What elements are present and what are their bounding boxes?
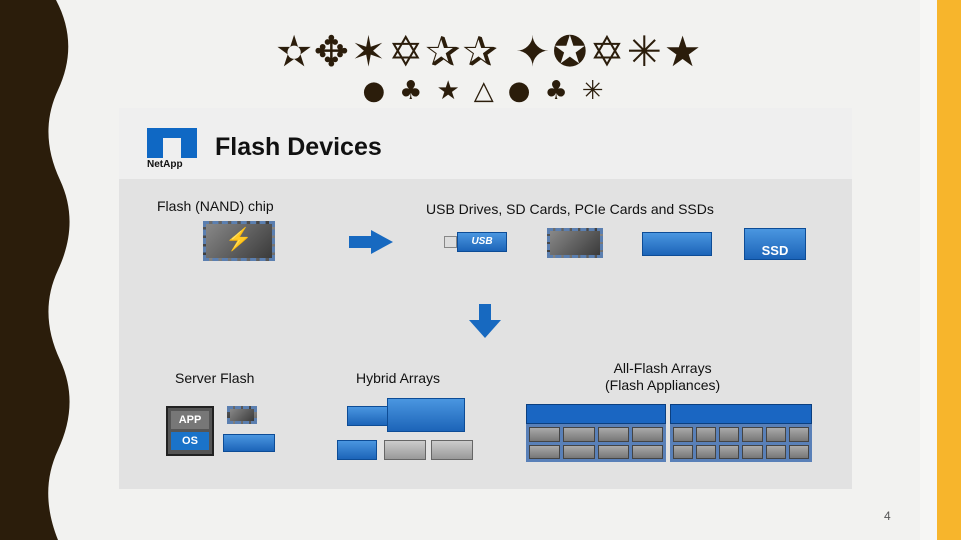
flash-module-shelf <box>670 424 812 462</box>
hybrid-label: Hybrid Arrays <box>356 370 441 386</box>
hdd-icon <box>431 440 473 460</box>
picture-title: Flash Devices <box>215 133 382 161</box>
nand-chip-icon: ⚡ <box>203 221 275 261</box>
server-pcie-icon <box>223 434 275 452</box>
pcie-card-icon <box>642 232 712 256</box>
usb-connector <box>444 236 457 248</box>
arrow-right-head <box>371 230 393 254</box>
nand-label: Flash (NAND) chip <box>157 198 274 214</box>
hybrid-array-icon <box>387 398 465 432</box>
slide-title: ✫✥✶✡✰✰ ✦✪✡✳★ <box>276 27 704 76</box>
accent-bar <box>937 0 961 540</box>
allflash-label-2: (Flash Appliances) <box>605 377 721 393</box>
server-chip-icon <box>227 406 257 424</box>
netapp-logo: NetApp <box>147 128 197 170</box>
os-label: OS <box>171 432 209 450</box>
sd-chip-icon <box>547 228 603 258</box>
array-top-right <box>670 404 812 424</box>
array-top-left <box>526 404 666 424</box>
slide-title-line2: ●♣★△●♣✳ <box>362 76 618 106</box>
allflash-label: All-Flash Arrays(Flash Appliances) <box>605 360 720 394</box>
picture-header: NetApp Flash Devices <box>119 108 852 179</box>
server-flash-label: Server Flash <box>175 370 255 386</box>
page-number: 4 <box>884 509 891 523</box>
ssd-icon: SSD <box>744 228 806 260</box>
logo-text: NetApp <box>147 159 183 170</box>
ssd-shelf <box>526 424 666 462</box>
flash-devices-picture[interactable]: NetApp Flash Devices Flash (NAND) chip ⚡… <box>119 108 852 489</box>
allflash-label-1: All-Flash Arrays <box>613 360 712 376</box>
app-label: APP <box>171 411 209 429</box>
devices-label: USB Drives, SD Cards, PCIe Cards and SSD… <box>426 201 714 217</box>
hdd-icon <box>384 440 426 460</box>
arrow-right-icon <box>349 236 371 248</box>
hybrid-ssd-icon <box>337 440 377 460</box>
usb-drive-icon: USB <box>457 232 507 252</box>
right-margin <box>920 0 937 540</box>
arrow-down-icon <box>479 304 491 320</box>
server-icon: APP OS <box>166 406 214 456</box>
arrow-down-head <box>469 320 501 338</box>
wavy-border-decoration <box>0 0 70 540</box>
